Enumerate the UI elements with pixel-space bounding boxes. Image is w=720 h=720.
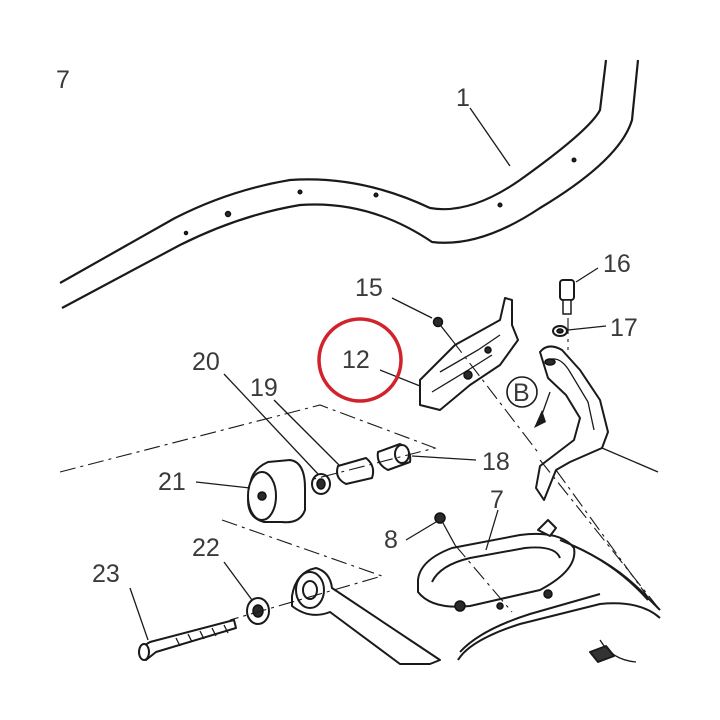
assembly-lines <box>59 318 661 621</box>
view-label: B <box>513 379 530 407</box>
callout-15: 15 <box>355 274 383 302</box>
handguard-arm <box>535 345 659 501</box>
callout-corner: 7 <box>56 66 70 94</box>
part-1-bar <box>59 59 640 309</box>
callout-23: 23 <box>92 560 120 588</box>
callout-21: 21 <box>158 468 186 496</box>
part-23-bolt <box>138 619 237 661</box>
part-17-washer <box>552 325 568 337</box>
part-20-bushing <box>311 473 331 495</box>
part-15-screw <box>432 316 453 341</box>
callout-17: 17 <box>610 314 638 342</box>
part-12-bracket <box>419 297 519 411</box>
part-22-washer <box>246 597 270 625</box>
callout-19: 19 <box>250 374 278 402</box>
callout-16: 16 <box>603 250 631 278</box>
callout-labels: 7 1 15 16 17 12 20 19 18 21 7 8 22 23 <box>56 66 638 588</box>
callout-1: 1 <box>456 84 470 112</box>
part-18-damper <box>376 443 412 471</box>
callout-7: 7 <box>490 486 504 514</box>
part-8-screw <box>434 512 456 546</box>
part-21-weight <box>247 459 306 524</box>
callout-22: 22 <box>192 534 220 562</box>
lower-arm <box>291 567 441 665</box>
part-19-sleeve <box>336 457 375 485</box>
part-7-lamp <box>417 519 576 612</box>
callout-12: 12 <box>342 346 370 374</box>
view-arrow-b: B <box>506 376 551 428</box>
callout-leaders <box>129 107 607 641</box>
callout-20: 20 <box>192 348 220 376</box>
fairing-outline <box>457 539 661 663</box>
callout-18: 18 <box>482 448 510 476</box>
part-16-bolt <box>559 279 575 315</box>
highlight-circle <box>317 317 403 403</box>
callout-8: 8 <box>384 526 398 554</box>
